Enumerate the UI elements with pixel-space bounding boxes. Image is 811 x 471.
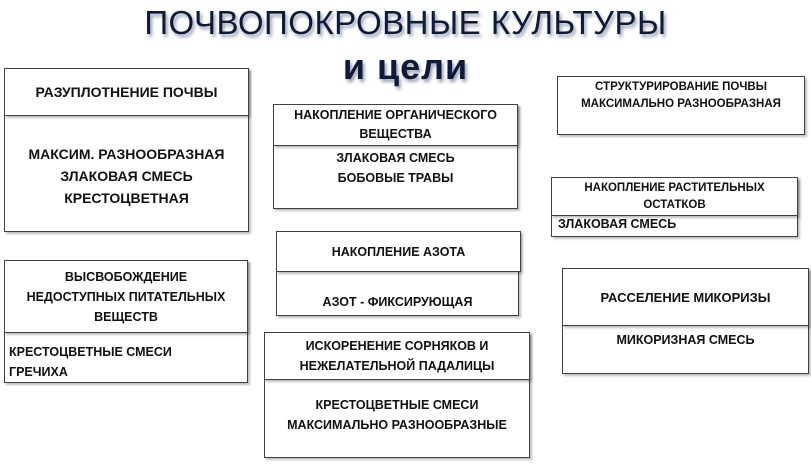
card-header-text: НАКОПЛЕНИЕ АЗОТА	[331, 244, 466, 259]
page-subtitle: и цели	[342, 46, 469, 87]
card-body-text: МАКСИМ. РАЗНООБРАЗНАЯ ЗЛАКОВАЯ СМЕСЬ КРЕ…	[28, 146, 225, 206]
card-body-text: ЗЛАКОВАЯ СМЕСЬ	[558, 217, 677, 231]
card-header: ВЫСВОБОЖДЕНИЕ НЕДОСТУПНЫХ ПИТАТЕЛЬНЫХ ВЕ…	[4, 260, 248, 333]
card-header: ИСКОРЕНЕНИЕ СОРНЯКОВ И НЕЖЕЛАТЕЛЬНОЙ ПАД…	[264, 332, 530, 380]
card-header-text: РАССЕЛЕНИЕ МИКОРИЗЫ	[600, 289, 771, 305]
card-body-text: МАКСИМАЛЬНО РАЗНООБРАЗНАЯ	[581, 98, 781, 110]
card-header: НАКОПЛЕНИЕ АЗОТА	[276, 231, 521, 272]
card-body-text: ЗЛАКОВАЯ СМЕСЬ БОБОВЫЕ ТРАВЫ	[336, 151, 455, 185]
card-header-text: ВЫСВОБОЖДЕНИЕ НЕДОСТУПНЫХ ПИТАТЕЛЬНЫХ ВЕ…	[26, 269, 226, 324]
card-header: РАССЕЛЕНИЕ МИКОРИЗЫ	[562, 268, 809, 326]
card-header: НАКОПЛЕНИЕ РАСТИТЕЛЬНЫХ ОСТАТКОВ	[551, 177, 798, 216]
card-header-text: НАКОПЛЕНИЕ РАСТИТЕЛЬНЫХ ОСТАТКОВ	[584, 181, 765, 211]
card-header-text: ИСКОРЕНЕНИЕ СОРНЯКОВ И НЕЖЕЛАТЕЛЬНОЙ ПАД…	[299, 339, 495, 373]
card-header: РАЗУПЛОТНЕНИЕ ПОЧВЫ	[4, 68, 249, 116]
card-body-text: КРЕСТОЦВЕТНЫЕ СМЕСИ МАКСИМАЛЬНО РАЗНООБР…	[287, 398, 507, 432]
card-header-text: РАЗУПЛОТНЕНИЕ ПОЧВЫ	[35, 84, 218, 100]
card-frame	[557, 76, 805, 135]
card-body-text: МИКОРИЗНАЯ СМЕСЬ	[616, 333, 755, 347]
card-header: НАКОПЛЕНИЕ ОРГАНИЧЕСКОГО ВЕЩЕСТВА	[273, 104, 518, 146]
card-header-text: НАКОПЛЕНИЕ ОРГАНИЧЕСКОГО ВЕЩЕСТВА	[294, 108, 497, 141]
card-header-text: СТРУКТУРИРОВАНИЕ ПОЧВЫ	[595, 81, 767, 93]
page-title: ПОЧВОПОКРОВНЫЕ КУЛЬТУРЫ	[144, 4, 667, 41]
card-body-text: АЗОТ - ФИКСИРУЮЩАЯ	[322, 295, 473, 309]
card-body-text: КРЕСТОЦВЕТНЫЕ СМЕСИ ГРЕЧИХА	[9, 345, 172, 379]
